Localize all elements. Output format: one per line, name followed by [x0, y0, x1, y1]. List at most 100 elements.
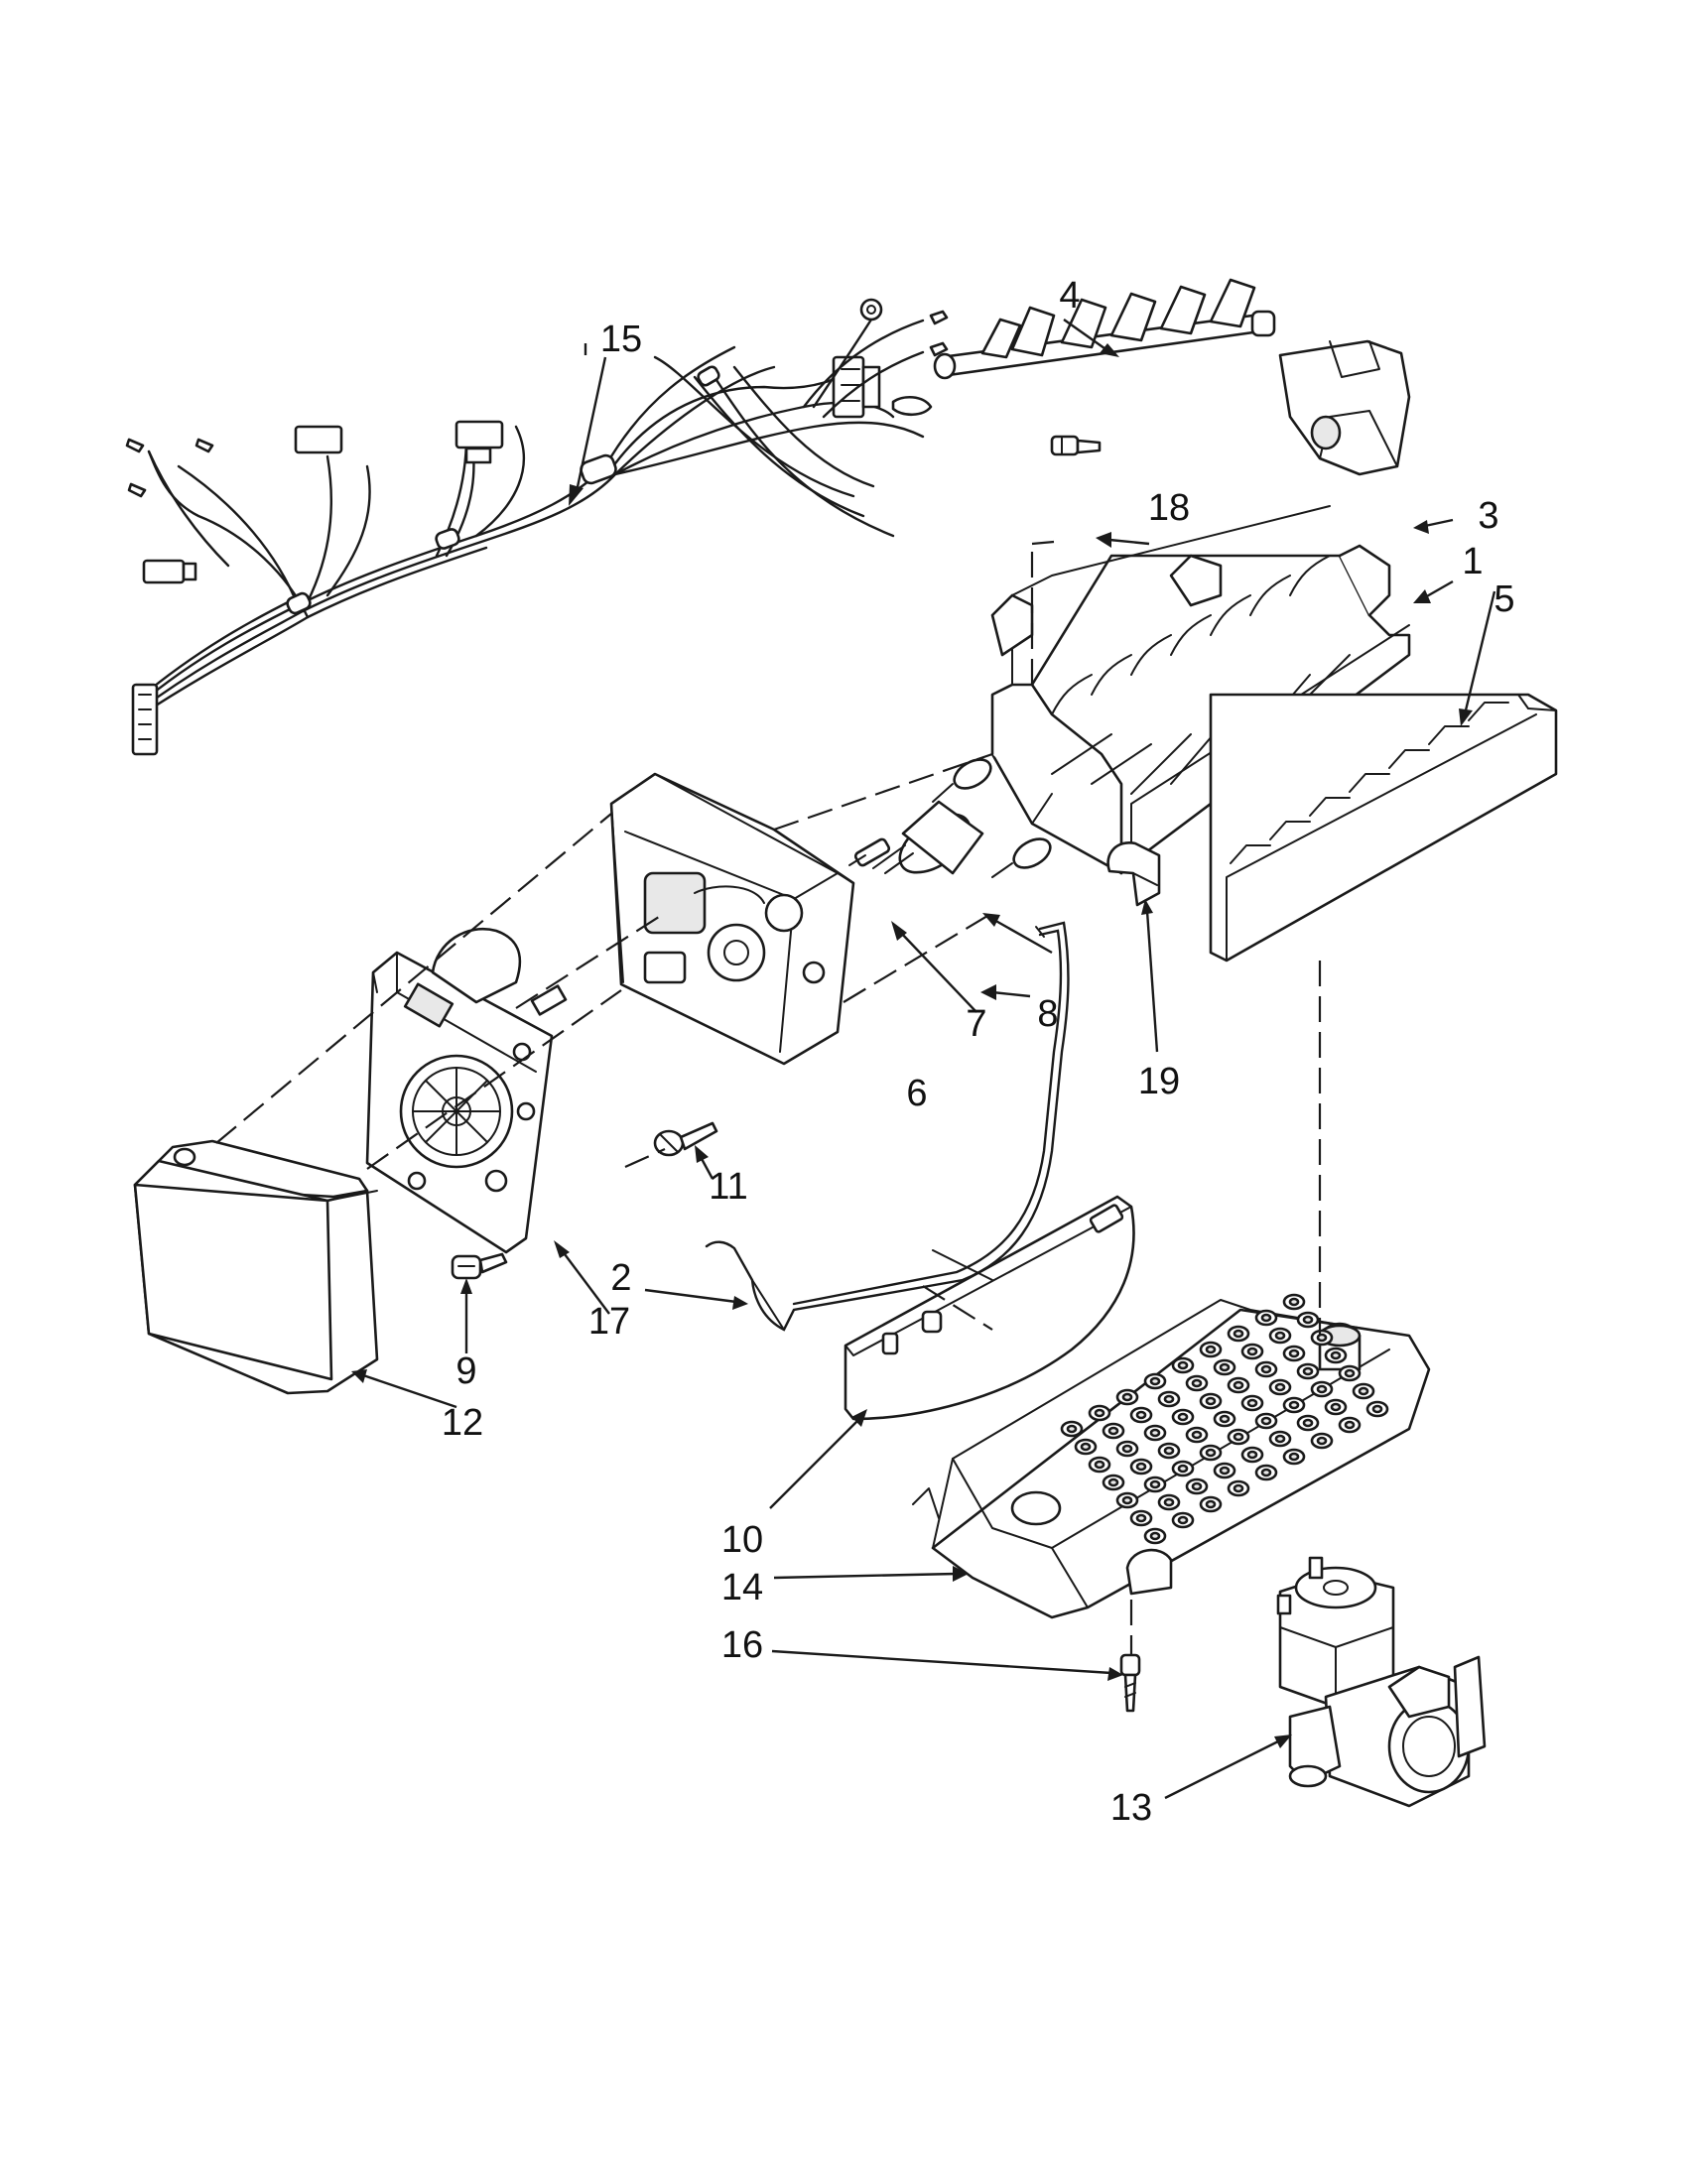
tray-peg-core — [1330, 1350, 1342, 1360]
tray-peg-core — [1149, 1531, 1161, 1541]
tray-peg-core — [1121, 1495, 1133, 1505]
tray-peg-core — [1219, 1362, 1231, 1372]
plug-7[interactable] — [848, 837, 891, 867]
tray-peg-core — [1080, 1442, 1092, 1452]
tray-peg-core — [1233, 1483, 1244, 1493]
tray-peg-core — [1260, 1468, 1272, 1477]
callout-10: 10 — [721, 1519, 763, 1561]
tray-peg-core — [1302, 1418, 1314, 1428]
screw-16[interactable] — [1119, 1653, 1141, 1713]
callout-11: 11 — [709, 1166, 747, 1208]
tray-peg-core — [1316, 1384, 1328, 1394]
tray-peg-core — [1316, 1333, 1328, 1343]
tray-peg-core — [1288, 1400, 1300, 1410]
tray-peg-core — [1302, 1366, 1314, 1376]
callout-2: 2 — [610, 1257, 631, 1299]
tray-peg-core — [1302, 1315, 1314, 1325]
bail-paddle[interactable] — [844, 1195, 1135, 1421]
tray-peg-core — [1177, 1412, 1189, 1422]
tray-peg-core — [1191, 1481, 1203, 1491]
tray-peg-core — [1246, 1398, 1258, 1408]
tray-peg-core — [1358, 1386, 1369, 1396]
tray-peg-core — [1233, 1380, 1244, 1390]
tray-peg-core — [1191, 1378, 1203, 1388]
tray-peg-core — [1260, 1313, 1272, 1323]
callout-5: 5 — [1493, 578, 1514, 620]
tray-peg-core — [1260, 1416, 1272, 1426]
tray-peg-core — [1274, 1382, 1286, 1392]
ice-mold-tray[interactable] — [990, 505, 1411, 875]
tray-peg-core — [1121, 1444, 1133, 1454]
tray-peg-core — [1288, 1349, 1300, 1358]
front-cover[interactable] — [133, 1139, 379, 1395]
tray-peg-core — [1094, 1408, 1105, 1418]
tray-peg-core — [1107, 1426, 1119, 1436]
callout-1: 1 — [1462, 541, 1483, 582]
tray-peg-core — [1149, 1428, 1161, 1438]
tray-peg-core — [1233, 1329, 1244, 1339]
wiring-harness[interactable] — [125, 298, 949, 756]
tray-peg-core — [1233, 1432, 1244, 1442]
tray-peg-core — [1260, 1364, 1272, 1374]
ejector-blade[interactable] — [933, 278, 1276, 380]
callout-7: 7 — [966, 1003, 986, 1045]
tray-peg-core — [1177, 1360, 1189, 1370]
screw-18[interactable] — [1050, 435, 1102, 456]
thermostat-8[interactable] — [872, 800, 984, 884]
screw-9[interactable] — [451, 1252, 508, 1280]
callout-19: 19 — [1138, 1061, 1180, 1102]
tray-peg-core — [1288, 1297, 1300, 1307]
tray-peg-core — [1066, 1424, 1078, 1434]
callout-18: 18 — [1148, 487, 1190, 529]
tray-peg-core — [1107, 1477, 1119, 1487]
heater-pins[interactable] — [932, 754, 1055, 878]
tray-peg-core — [1205, 1499, 1217, 1509]
water-valve[interactable] — [1276, 1556, 1487, 1808]
stripper[interactable] — [1209, 693, 1558, 963]
callout-6: 6 — [906, 1073, 927, 1114]
tray-peg-core — [1135, 1410, 1147, 1420]
callout-labels: 15 4 18 3 1 5 8 7 6 19 11 2 17 9 12 10 1… — [442, 275, 1515, 1829]
tray-peg-core — [1274, 1331, 1286, 1341]
callout-12: 12 — [442, 1402, 483, 1444]
tray-peg-core — [1205, 1345, 1217, 1354]
callout-14: 14 — [721, 1567, 763, 1608]
tray-peg-core — [1177, 1515, 1189, 1525]
tray-peg-core — [1274, 1434, 1286, 1444]
motor-housing[interactable] — [609, 772, 855, 1066]
tray-peg-core — [1246, 1347, 1258, 1356]
callout-17: 17 — [588, 1301, 630, 1343]
tray-peg-core — [1246, 1450, 1258, 1460]
tray-peg-core — [1219, 1414, 1231, 1424]
assembly-lines — [215, 540, 1322, 1655]
screw-11[interactable] — [653, 1121, 718, 1157]
tray-peg-core — [1149, 1479, 1161, 1489]
mold-cover-bracket[interactable] — [1278, 339, 1411, 476]
leader-lines — [351, 319, 1496, 1800]
callout-8: 8 — [1037, 993, 1058, 1035]
tray-peg-core — [1149, 1376, 1161, 1386]
tray-peg-core — [1191, 1430, 1203, 1440]
tray-peg-core — [1163, 1394, 1175, 1404]
tray-peg-core — [1344, 1420, 1356, 1430]
tray-peg-core — [1177, 1464, 1189, 1474]
callout-15: 15 — [600, 319, 642, 360]
tray-peg-core — [1163, 1446, 1175, 1456]
tray-peg-core — [1135, 1462, 1147, 1472]
tray-peg-core — [1094, 1460, 1105, 1470]
tray-peg-core — [1330, 1402, 1342, 1412]
tray-peg-core — [1135, 1513, 1147, 1523]
clip-19[interactable] — [1106, 841, 1161, 907]
tray-peg-core — [1371, 1404, 1383, 1414]
callout-9: 9 — [455, 1350, 476, 1392]
drive-module[interactable] — [365, 928, 568, 1254]
tray-peg-core — [1219, 1466, 1231, 1476]
tray-peg-core — [1121, 1392, 1133, 1402]
tray-peg-core — [1205, 1448, 1217, 1458]
callout-4: 4 — [1059, 275, 1080, 317]
tray-pegs — [1060, 1293, 1389, 1545]
tray-peg-core — [1163, 1497, 1175, 1507]
callout-3: 3 — [1478, 495, 1498, 537]
tray-peg-core — [1205, 1396, 1217, 1406]
